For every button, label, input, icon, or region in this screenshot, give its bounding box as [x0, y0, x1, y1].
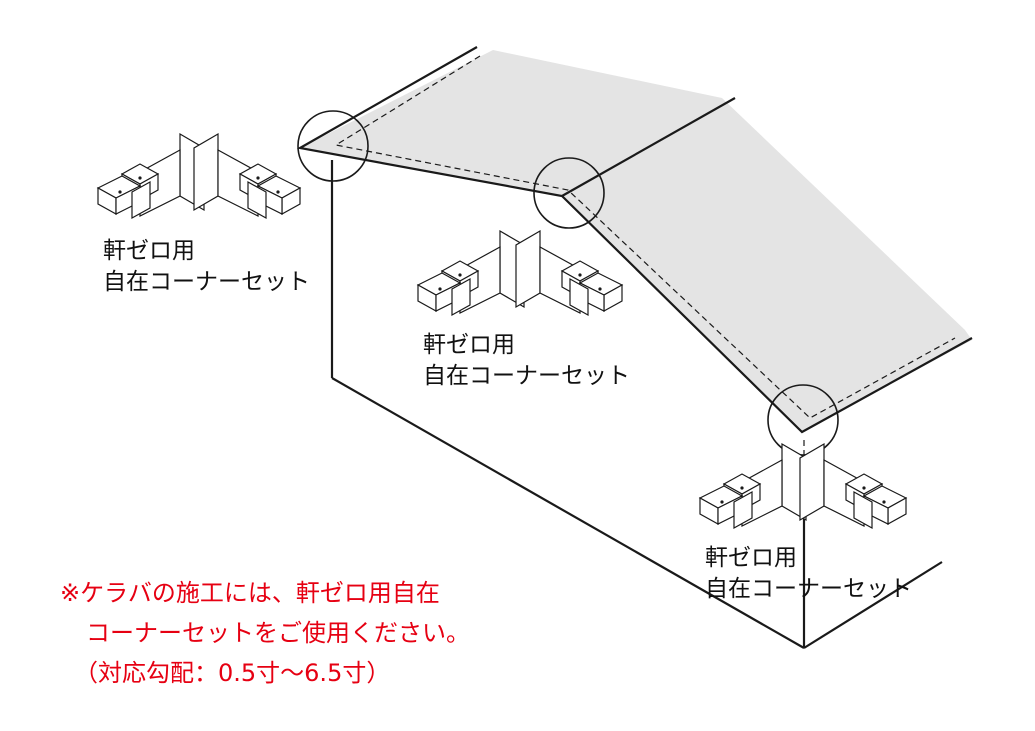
corner-set-middle-illustration: [417, 230, 623, 316]
corner-set-left-illustration: [97, 133, 301, 219]
label-line-1: 軒ゼロ用: [103, 238, 195, 264]
label-line-2: 自在コーナーセット: [423, 363, 630, 389]
bracket-right-piece: [515, 230, 623, 316]
note-line-1: ※ケラバの施工には、軒ゼロ用自在: [60, 579, 440, 607]
corner-circle-left: [297, 110, 369, 182]
roof-edges: [296, 46, 973, 434]
corner-circle-middle: [533, 157, 605, 229]
corner-circle-bottom: [767, 384, 839, 456]
corner-set-label-bottom: 軒ゼロ用 自在コーナーセット: [705, 543, 912, 605]
bracket-right-piece: [193, 133, 301, 219]
installation-note: ※ケラバの施工には、軒ゼロ用自在 コーナーセットをご使用ください。 （対応勾配：…: [60, 573, 470, 693]
corner-set-label-middle: 軒ゼロ用 自在コーナーセット: [423, 330, 630, 392]
note-line-3: （対応勾配：0.5寸〜6.5寸）: [74, 659, 391, 687]
label-line-1: 軒ゼロ用: [705, 545, 797, 571]
bracket-right-piece: [799, 443, 907, 529]
label-line-2: 自在コーナーセット: [103, 269, 310, 295]
bracket-left-piece: [417, 230, 525, 316]
note-line-2: コーナーセットをご使用ください。: [86, 619, 470, 647]
corner-highlights: [297, 110, 839, 456]
bracket-left-piece: [97, 133, 205, 219]
bracket-left-piece: [699, 443, 807, 529]
label-line-2: 自在コーナーセット: [705, 576, 912, 602]
roof-surface: [300, 50, 972, 432]
corner-set-bottom-illustration: [699, 443, 907, 529]
corner-set-label-left: 軒ゼロ用 自在コーナーセット: [103, 236, 310, 298]
label-line-1: 軒ゼロ用: [423, 332, 515, 358]
